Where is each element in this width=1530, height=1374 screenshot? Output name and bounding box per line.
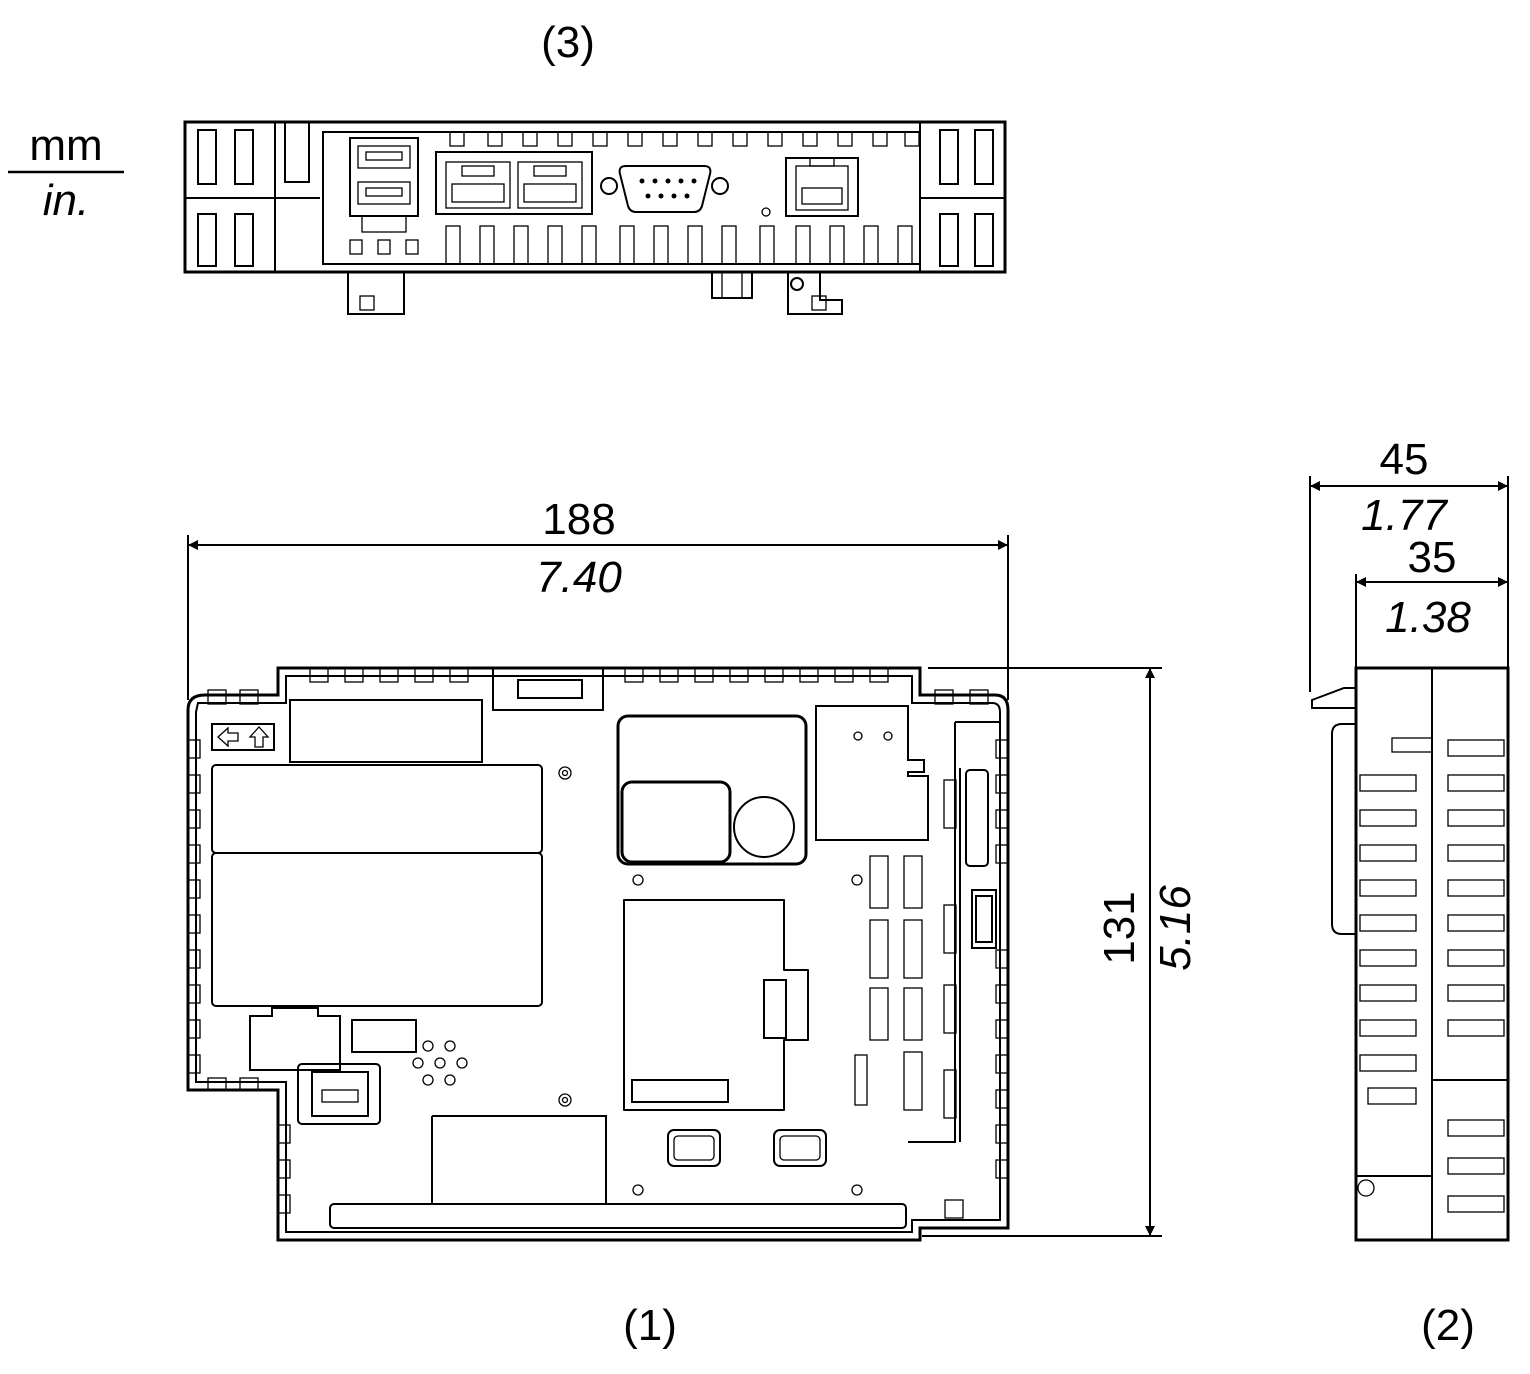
dim-height-in: 5.16	[1151, 885, 1200, 971]
ethernet-ports	[435, 151, 593, 215]
dim-height-mm: 131	[1095, 891, 1144, 964]
view-label-side: (2)	[1421, 1301, 1475, 1350]
front-view	[186, 666, 1010, 1242]
unit-in: in.	[43, 176, 89, 225]
usb-ports	[349, 137, 419, 233]
dim-depth-total-in: 1.77	[1361, 491, 1448, 540]
dim-depth-body-mm: 35	[1408, 533, 1457, 582]
unit-mm: mm	[29, 121, 102, 170]
dim-width-in: 7.40	[536, 553, 622, 602]
dim-depth-total-mm: 45	[1380, 435, 1429, 484]
ethernet-port-3	[761, 157, 859, 217]
dim-width-mm: 188	[542, 495, 615, 544]
view-label-front: (1)	[623, 1301, 677, 1350]
serial-port	[600, 165, 729, 213]
dimension-lines	[187, 476, 1509, 1237]
unit-legend: mm in.	[8, 121, 124, 225]
view-label-top: (3)	[541, 18, 595, 67]
side-view	[1311, 666, 1510, 1242]
arrow-icons	[211, 723, 275, 751]
dim-depth-body-in: 1.38	[1385, 593, 1471, 642]
top-view	[183, 120, 1007, 315]
